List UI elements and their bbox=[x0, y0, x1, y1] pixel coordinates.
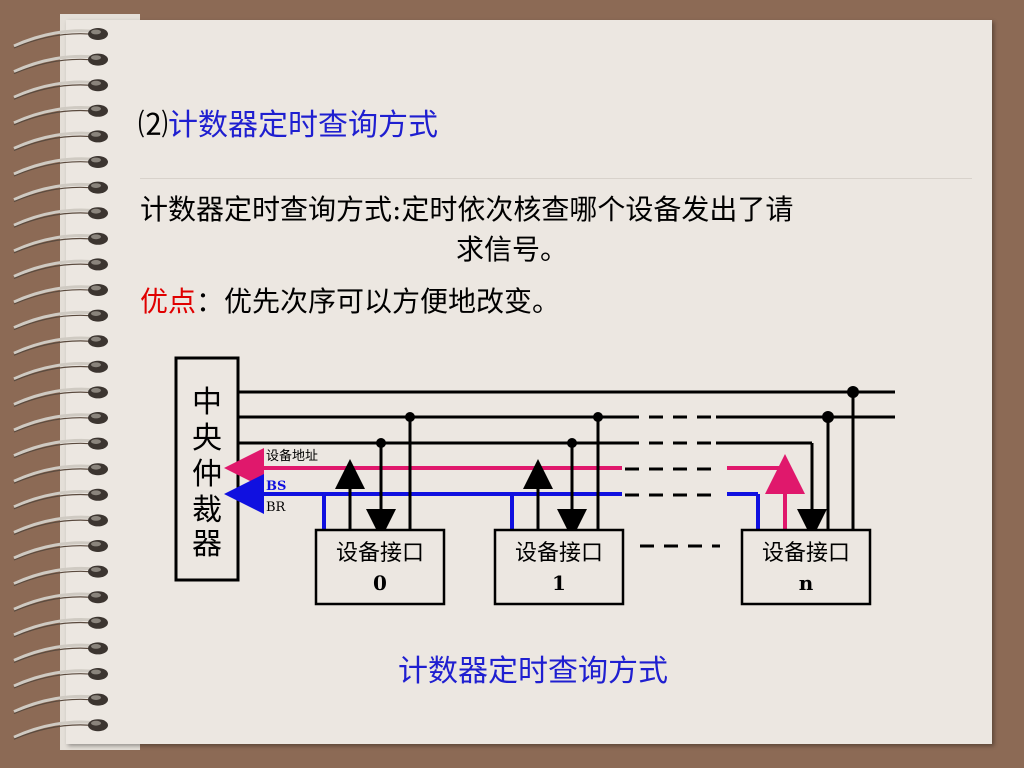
junction-dot bbox=[593, 412, 603, 422]
advantage-label: 优点 bbox=[140, 285, 197, 318]
br-label: BR bbox=[266, 500, 287, 515]
definition-line-1: 计数器定时查询方式:定时依次核查哪个设备发出了请 bbox=[140, 193, 794, 226]
diagram-caption: 计数器定时查询方式 bbox=[398, 654, 668, 689]
title-divider bbox=[140, 178, 972, 179]
arbiter-char-2: 央 bbox=[192, 421, 222, 456]
arbiter-char-5: 器 bbox=[192, 527, 222, 562]
device-box-1 bbox=[493, 528, 625, 606]
device-1-index: 1 bbox=[552, 571, 566, 595]
br-line bbox=[224, 474, 760, 530]
slide-heading: ⑵计数器定时查询方式 bbox=[138, 100, 438, 144]
device-0-index: 0 bbox=[373, 571, 387, 595]
arbiter-char-1: 中 bbox=[192, 385, 222, 420]
bs-label: BS bbox=[266, 479, 286, 494]
spiral-binding-icon bbox=[13, 28, 108, 740]
device-box-0 bbox=[314, 528, 446, 606]
junction-dot bbox=[567, 438, 577, 448]
advantage-line: 优点：优先次序可以方便地改变。 bbox=[140, 280, 560, 320]
junction-dot bbox=[376, 438, 386, 448]
device-1-name: 设备接口 bbox=[515, 541, 603, 566]
device-box-n bbox=[740, 528, 872, 606]
heading-number: ⑵ bbox=[138, 108, 168, 143]
heading-title: 计数器定时查询方式 bbox=[168, 108, 438, 143]
device-n-name: 设备接口 bbox=[762, 541, 850, 566]
advantage-text: ：优先次序可以方便地改变。 bbox=[196, 285, 561, 318]
definition-line-2: 求信号。 bbox=[456, 233, 569, 266]
device-n-links bbox=[797, 392, 855, 539]
junction-dot bbox=[405, 412, 415, 422]
address-bus-label: 设备地址 bbox=[266, 448, 318, 464]
device-1-links bbox=[523, 417, 600, 539]
address-bus bbox=[238, 390, 895, 548]
device-0-links bbox=[335, 417, 412, 539]
bs-line bbox=[224, 448, 805, 530]
arbiter-char-3: 仲 bbox=[192, 457, 222, 492]
arbiter-char-4: 裁 bbox=[192, 493, 222, 528]
device-0-name: 设备接口 bbox=[336, 541, 424, 566]
device-n-index: n bbox=[799, 571, 814, 595]
junction-dot bbox=[847, 386, 859, 398]
junction-dot bbox=[822, 411, 834, 423]
